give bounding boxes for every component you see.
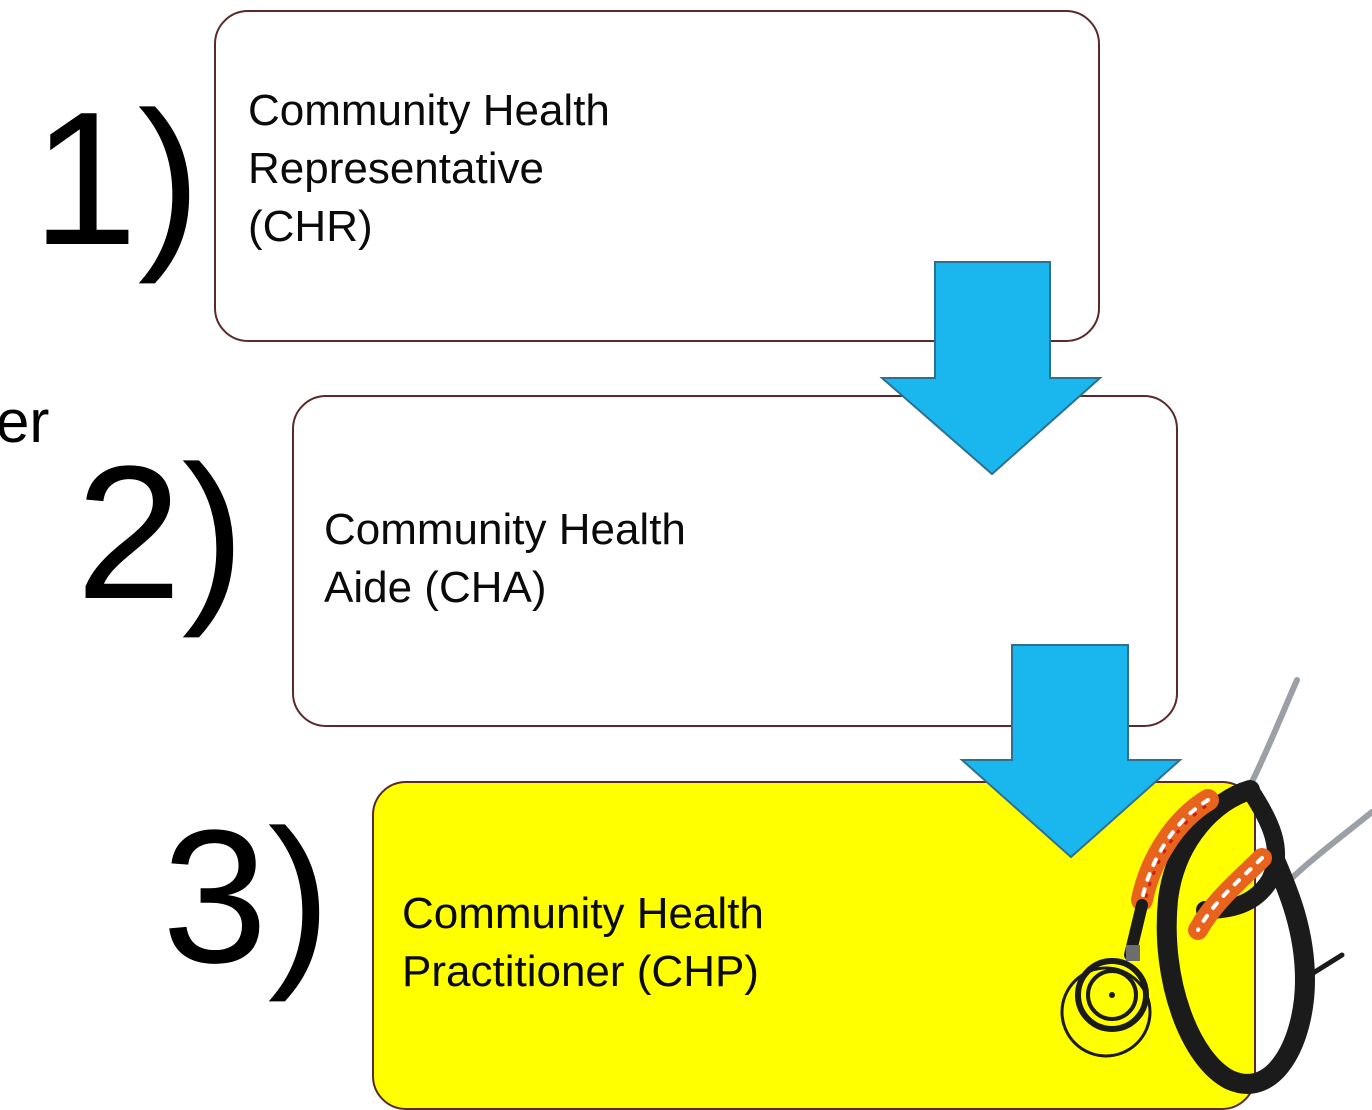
step-box-3: Community Health Practitioner (CHP) [372,781,1256,1110]
step-label-2: Community Health Aide (CHA) [324,505,686,612]
cropped-text: er [0,388,50,455]
step-box-2: Community Health Aide (CHA) [292,395,1178,727]
step-label-3: Community Health Practitioner (CHP) [402,889,764,996]
step-number-2: 2) [76,427,245,639]
step-number-3: 3) [162,791,331,1003]
step-box-1: Community Health Representative (CHR) [214,10,1100,342]
step-label-1: Community Health Representative (CHR) [248,86,610,251]
step-number-1: 1) [32,73,201,285]
